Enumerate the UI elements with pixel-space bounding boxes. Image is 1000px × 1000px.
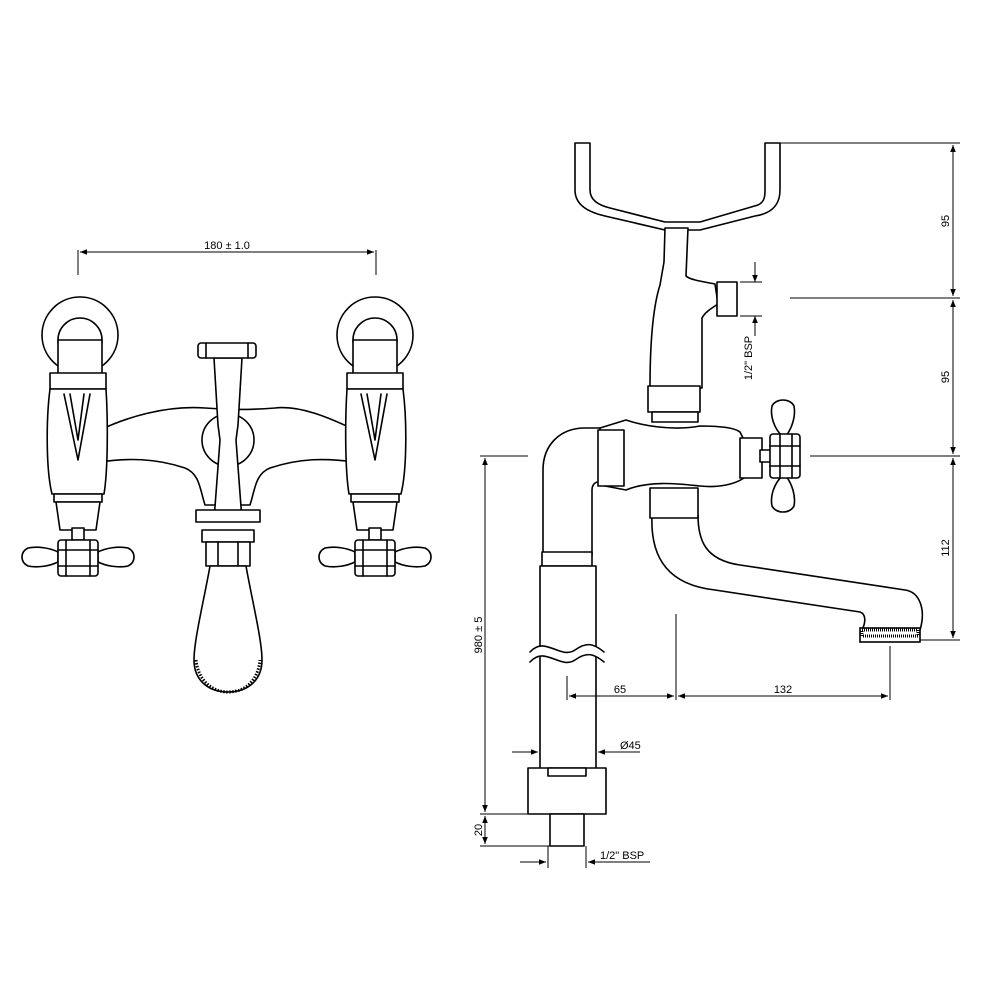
dim-base-height: 20: [473, 824, 485, 836]
left-tap-hub: [57, 539, 99, 577]
front-view: 180 ± 1.0: [21, 240, 432, 694]
left-tap-stem: [71, 527, 85, 541]
spout: [651, 514, 924, 631]
side-tap-hub: [769, 433, 801, 479]
dim-thread-inlet: 1/2" BSP: [743, 336, 755, 380]
side-tap-lever-top: [770, 399, 796, 437]
riser-collar: [541, 551, 593, 567]
handset-spray-face: [194, 659, 262, 694]
width-dimension-label: 180 ± 1.0: [204, 240, 250, 252]
right-collar: [346, 372, 404, 390]
right-column: [344, 388, 407, 495]
dim-offset-2: 132: [774, 684, 792, 696]
pipe-break: [530, 644, 604, 663]
diverter-handle: [197, 342, 257, 359]
side-tap-lever-bottom: [770, 475, 796, 513]
dim-mid-height: 95: [940, 371, 952, 383]
riser-pipe: [539, 565, 597, 771]
dim-spout-height: 112: [940, 539, 952, 557]
inlet-thread: [549, 813, 585, 847]
handset-collar: [647, 385, 701, 413]
side-view: 95 95 112 1/2" BSP 980 ± 5 20 65 132 Ø45: [473, 142, 960, 868]
dim-pipe-diameter: Ø45: [620, 740, 641, 752]
dim-top-height: 95: [940, 215, 952, 227]
handset-cradle: [574, 142, 781, 231]
handset-front: [193, 565, 263, 693]
riser-elbow: [542, 427, 603, 556]
dim-total-height: 980 ± 5: [473, 617, 485, 654]
bsp-nut: [716, 281, 738, 317]
width-dimension: 180 ± 1.0: [77, 240, 377, 275]
dim-thread-outlet: 1/2" BSP: [600, 850, 644, 862]
left-column: [46, 388, 109, 495]
handset-neck: [649, 227, 719, 389]
dim-offset-1: 65: [614, 684, 626, 696]
right-tap-lever: [318, 546, 356, 568]
outlet-nut: [195, 509, 261, 523]
right-tap-hub: [354, 539, 396, 577]
right-tap-stem: [368, 527, 382, 541]
left-collar: [49, 372, 107, 390]
left-tap-lever: [21, 546, 59, 568]
